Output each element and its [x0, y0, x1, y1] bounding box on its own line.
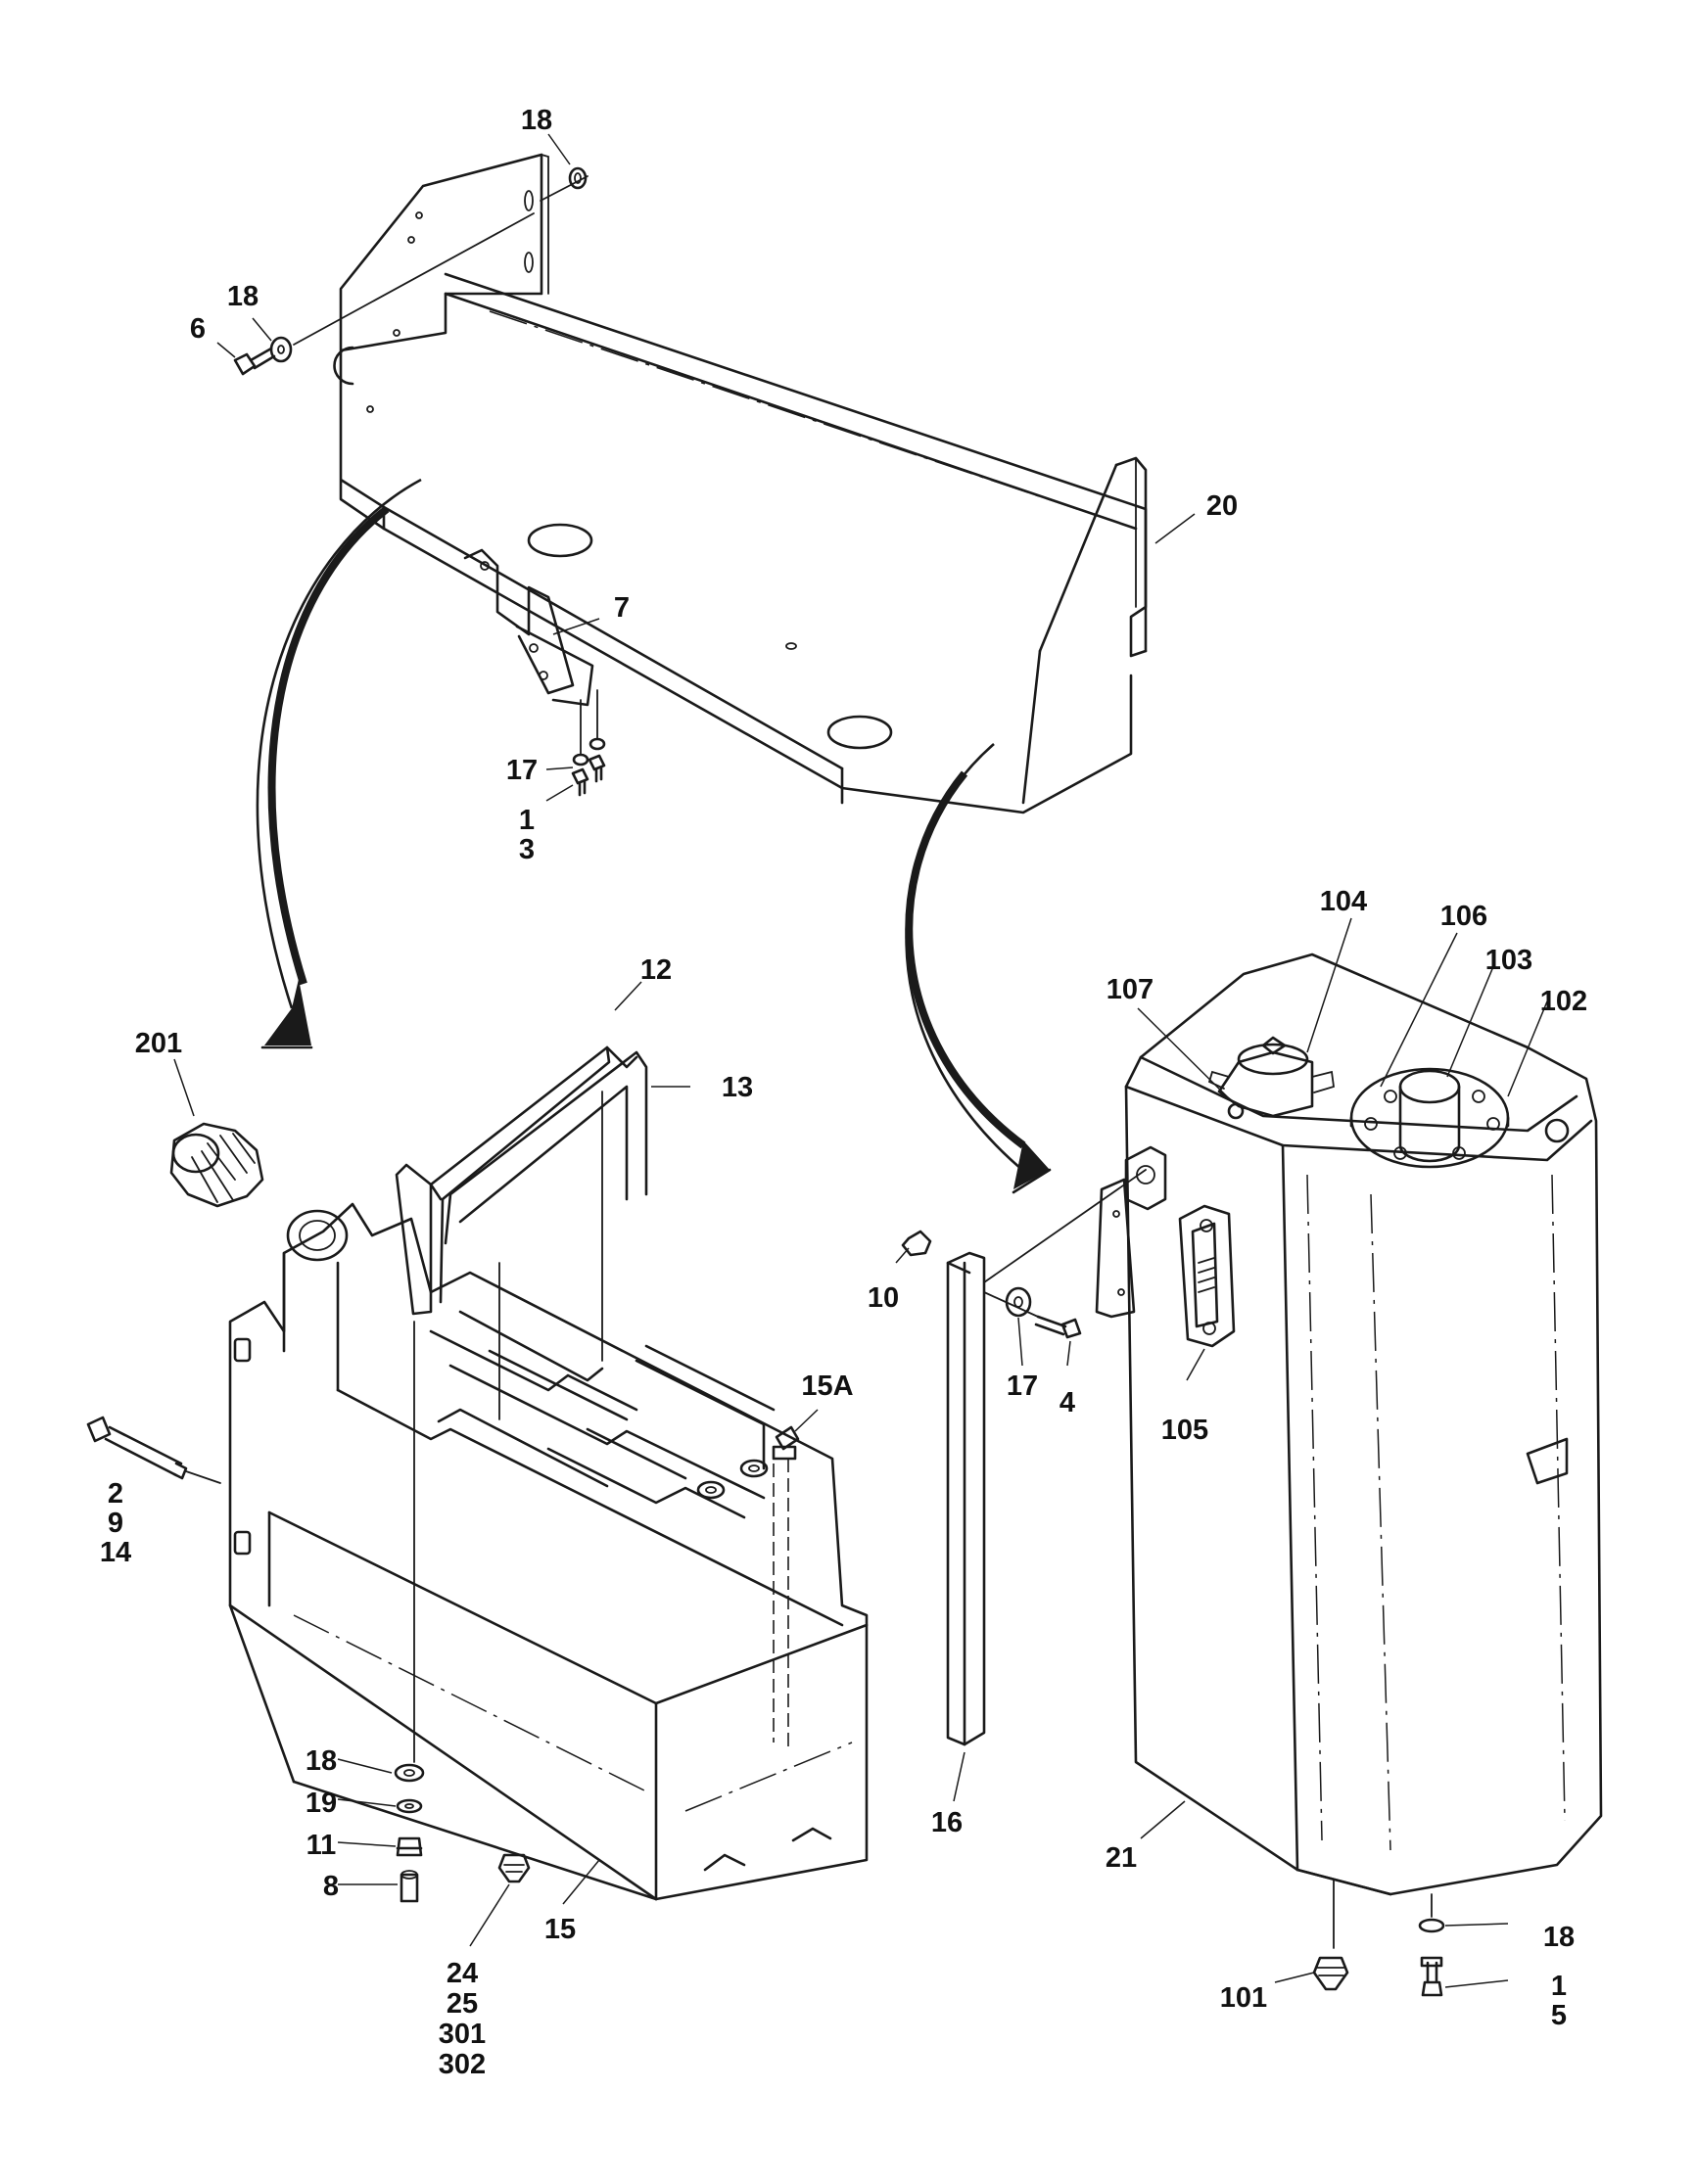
callout-16: 16 — [931, 1807, 963, 1838]
callout-12: 12 — [640, 954, 672, 986]
callout-14: 14 — [100, 1537, 131, 1568]
vent-fitting — [772, 1425, 800, 1461]
hydraulic-drain-hardware — [1312, 1879, 1445, 1997]
callout-3-bracket: 3 — [519, 834, 535, 865]
callout-24: 24 — [447, 1958, 478, 1989]
callout-18-left: 18 — [227, 281, 259, 312]
callout-201: 201 — [135, 1028, 182, 1059]
callout-18-hydraulic-tank: 18 — [1543, 1922, 1575, 1953]
callout-2: 2 — [108, 1478, 123, 1510]
callout-10: 10 — [868, 1282, 899, 1314]
callout-19: 19 — [306, 1788, 337, 1819]
callout-105: 105 — [1161, 1415, 1208, 1446]
callout-1-hydraulic-tank: 1 — [1551, 1971, 1567, 2002]
callout-8: 8 — [323, 1871, 339, 1902]
callout-13: 13 — [722, 1072, 753, 1103]
callout-15A: 15A — [801, 1371, 853, 1402]
fuel-cap — [169, 1122, 264, 1208]
callout-labels: 18 18 6 20 7 17 1 3 12 13 201 15A 2 9 14… — [100, 105, 1587, 2080]
callout-302: 302 — [439, 2049, 486, 2080]
assembly-arrow-left — [256, 478, 422, 1049]
callout-9: 9 — [108, 1508, 123, 1539]
tank-support-bracket — [333, 153, 1148, 814]
hydraulic-tank-strap — [901, 1169, 1147, 1746]
callout-301: 301 — [439, 2019, 486, 2050]
callout-11: 11 — [306, 1830, 337, 1861]
fuel-tank-drain-hardware — [394, 1321, 531, 1903]
leader-lines — [173, 133, 1548, 1988]
callout-7: 7 — [614, 592, 630, 624]
callout-20: 20 — [1206, 490, 1238, 522]
callout-25: 25 — [447, 1988, 478, 2020]
callout-18-fuel-tank: 18 — [306, 1745, 337, 1777]
callout-102: 102 — [1540, 986, 1587, 1017]
callout-101: 101 — [1220, 1982, 1267, 2014]
callout-106: 106 — [1440, 901, 1487, 932]
fuel-tank — [228, 1202, 869, 1901]
callout-5-hydraulic-tank: 5 — [1551, 2000, 1567, 2031]
callout-4: 4 — [1059, 1387, 1075, 1418]
bracket-washers-bolts — [571, 689, 606, 797]
callout-15: 15 — [544, 1914, 576, 1945]
hydraulic-tank — [1095, 953, 1603, 1896]
callout-21: 21 — [1106, 1842, 1137, 1874]
callout-6: 6 — [190, 313, 206, 345]
callout-17-strap: 17 — [1007, 1371, 1038, 1402]
tank-strap — [395, 1046, 648, 1420]
bolt-left — [233, 347, 276, 376]
callout-18-top: 18 — [521, 105, 552, 136]
callout-104: 104 — [1320, 886, 1367, 917]
callout-1-bracket: 1 — [519, 805, 535, 836]
callout-103: 103 — [1485, 945, 1532, 976]
callout-107: 107 — [1106, 974, 1154, 1005]
fuel-sender-fitting — [86, 1416, 221, 1484]
assembly-arrow-right — [905, 743, 1052, 1194]
callout-17-bracket: 17 — [506, 755, 538, 786]
